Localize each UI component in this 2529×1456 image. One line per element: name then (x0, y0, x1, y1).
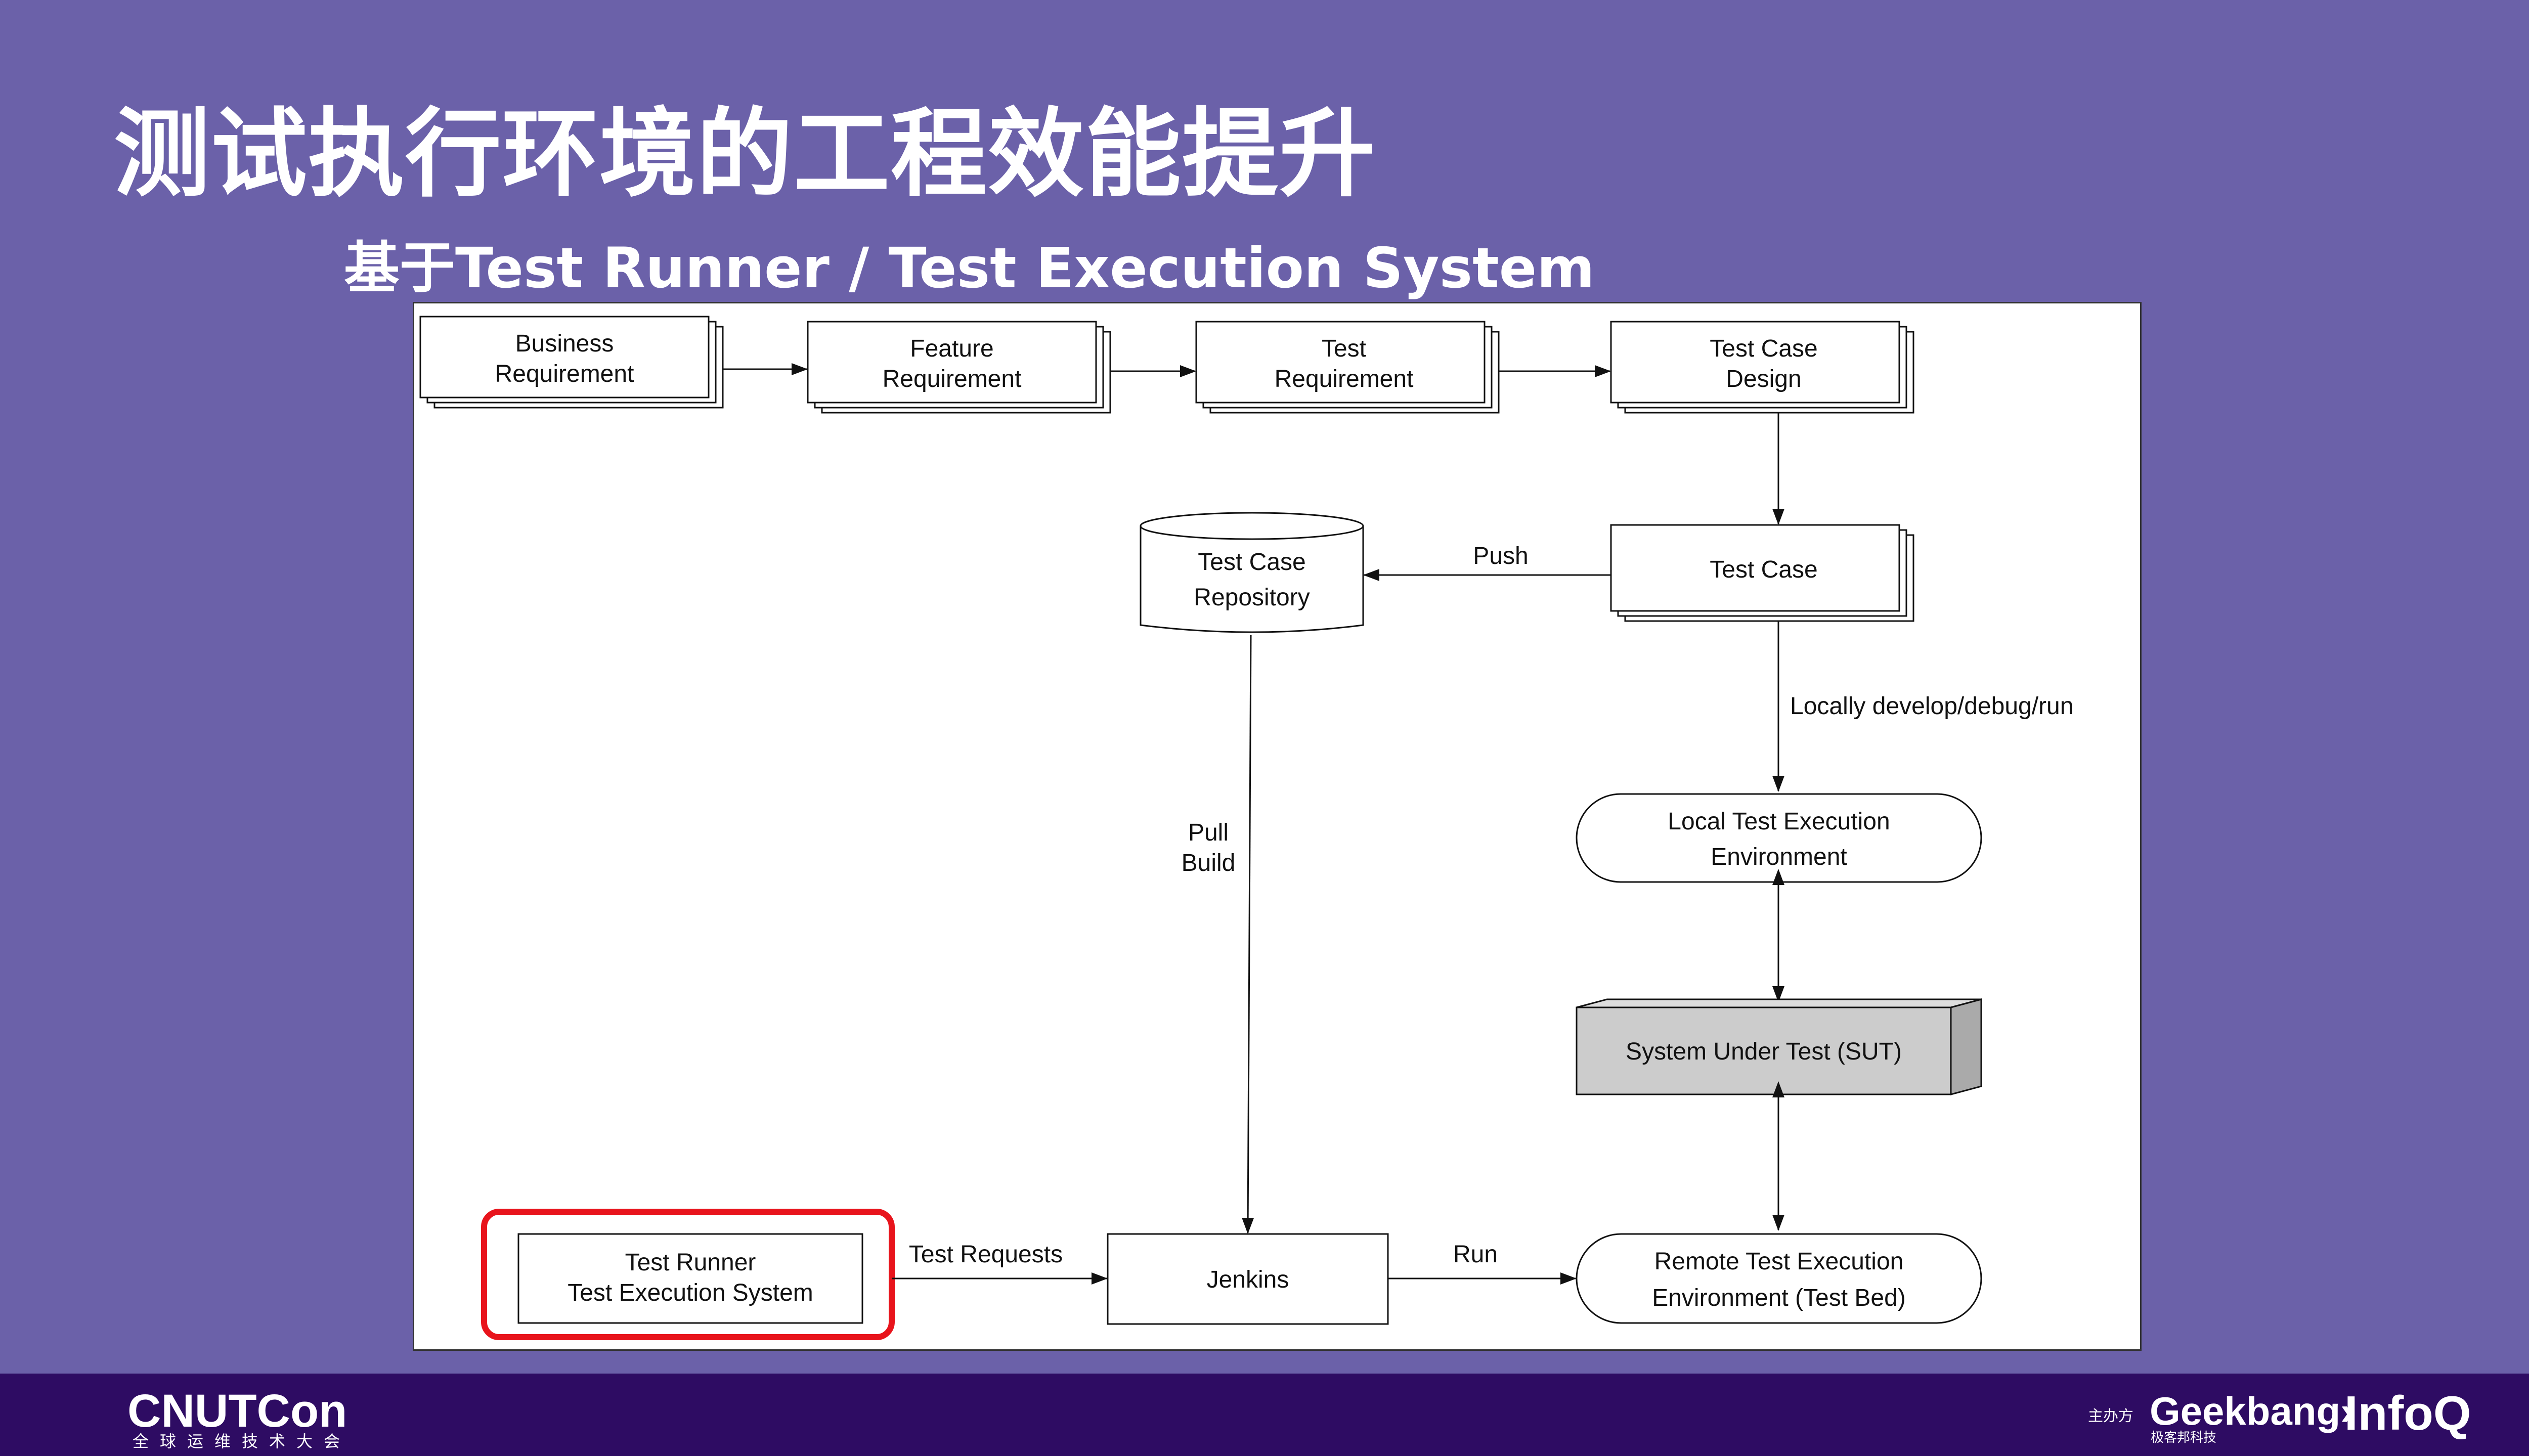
slide-title: 测试执行环境的工程效能提升 (114, 98, 1377, 210)
remote-env-line2: Environment (Test Bed) (1652, 1285, 1906, 1311)
local-env-line2: Environment (1711, 844, 1847, 870)
test-case-repository-node: Test Case Repository (1140, 512, 1364, 633)
local-env-node: Local Test Execution Environment (1576, 793, 1982, 883)
remote-env-line1: Remote Test Execution (1654, 1248, 1904, 1275)
feature-requirement-node: Feature Requirement (807, 321, 1111, 414)
jenkins-node: ack Jenkins (1107, 1233, 1389, 1325)
test-runner-node: Test Runner Test Execution System (517, 1233, 863, 1324)
business-requirement-node: Business Requirement (419, 316, 724, 409)
infoq-logo: InfoQ (2344, 1386, 2471, 1440)
pull-label: Pull (1188, 819, 1229, 846)
diagram-panel: Business Requirement Feature Requirement… (413, 302, 2142, 1351)
arrow-pull-build (1242, 635, 1254, 1234)
repository-line2: Repository (1194, 584, 1310, 611)
test-requirement-line2: Requirement (1275, 366, 1414, 392)
jenkins-label: Jenkins (1207, 1266, 1289, 1293)
test-case-design-line1: Test Case (1710, 335, 1817, 362)
highlight-frame (481, 1209, 895, 1340)
remote-env-node: Remote Test Execution Environment (Test … (1576, 1233, 1982, 1324)
locally-label: Locally develop/debug/run (1790, 693, 2073, 720)
business-requirement-line1: Business (515, 330, 614, 357)
sut-label: System Under Test (SUT) (1626, 1038, 1902, 1065)
test-requirement-line1: Test (1322, 335, 1366, 362)
build-label: Build (1182, 850, 1236, 876)
run-label: Run (1453, 1241, 1498, 1268)
test-requirement-node: Test Requirement (1195, 321, 1500, 414)
cnutcon-subtitle: 全球运维技术大会 (133, 1432, 352, 1451)
test-runner-line1: Test Runner (625, 1249, 756, 1276)
repository-line1: Test Case (1198, 549, 1305, 576)
sponsor-label: 主办方 (2088, 1407, 2133, 1425)
business-requirement-line2: Requirement (495, 361, 634, 387)
geekbang-subtitle: 极客邦科技 (2151, 1430, 2217, 1445)
push-label: Push (1473, 543, 1528, 569)
test-case-design-node: Test Case Design (1610, 321, 1914, 414)
slide-subtitle: 基于Test Runner / Test Execution System (344, 236, 1595, 300)
footer-bar (0, 1374, 2529, 1456)
test-case-label: Test Case (1710, 556, 1817, 583)
test-case-node: Test Case (1610, 524, 1914, 622)
geekbang-logo: Geekbang› (2150, 1389, 2354, 1433)
feature-requirement-line2: Requirement (883, 366, 1022, 392)
sut-node: System Under Test (SUT) (1576, 998, 1982, 1095)
cnutcon-logo: CNUTCon (127, 1385, 347, 1437)
test-requests-label: Test Requests (909, 1241, 1063, 1268)
test-case-design-line2: Design (1726, 366, 1801, 392)
local-env-line1: Local Test Execution (1668, 808, 1890, 835)
workflow-diagram: Business Requirement Feature Requirement… (419, 316, 2073, 1340)
feature-requirement-line1: Feature (910, 335, 993, 362)
test-runner-line2: Test Execution System (568, 1279, 813, 1306)
